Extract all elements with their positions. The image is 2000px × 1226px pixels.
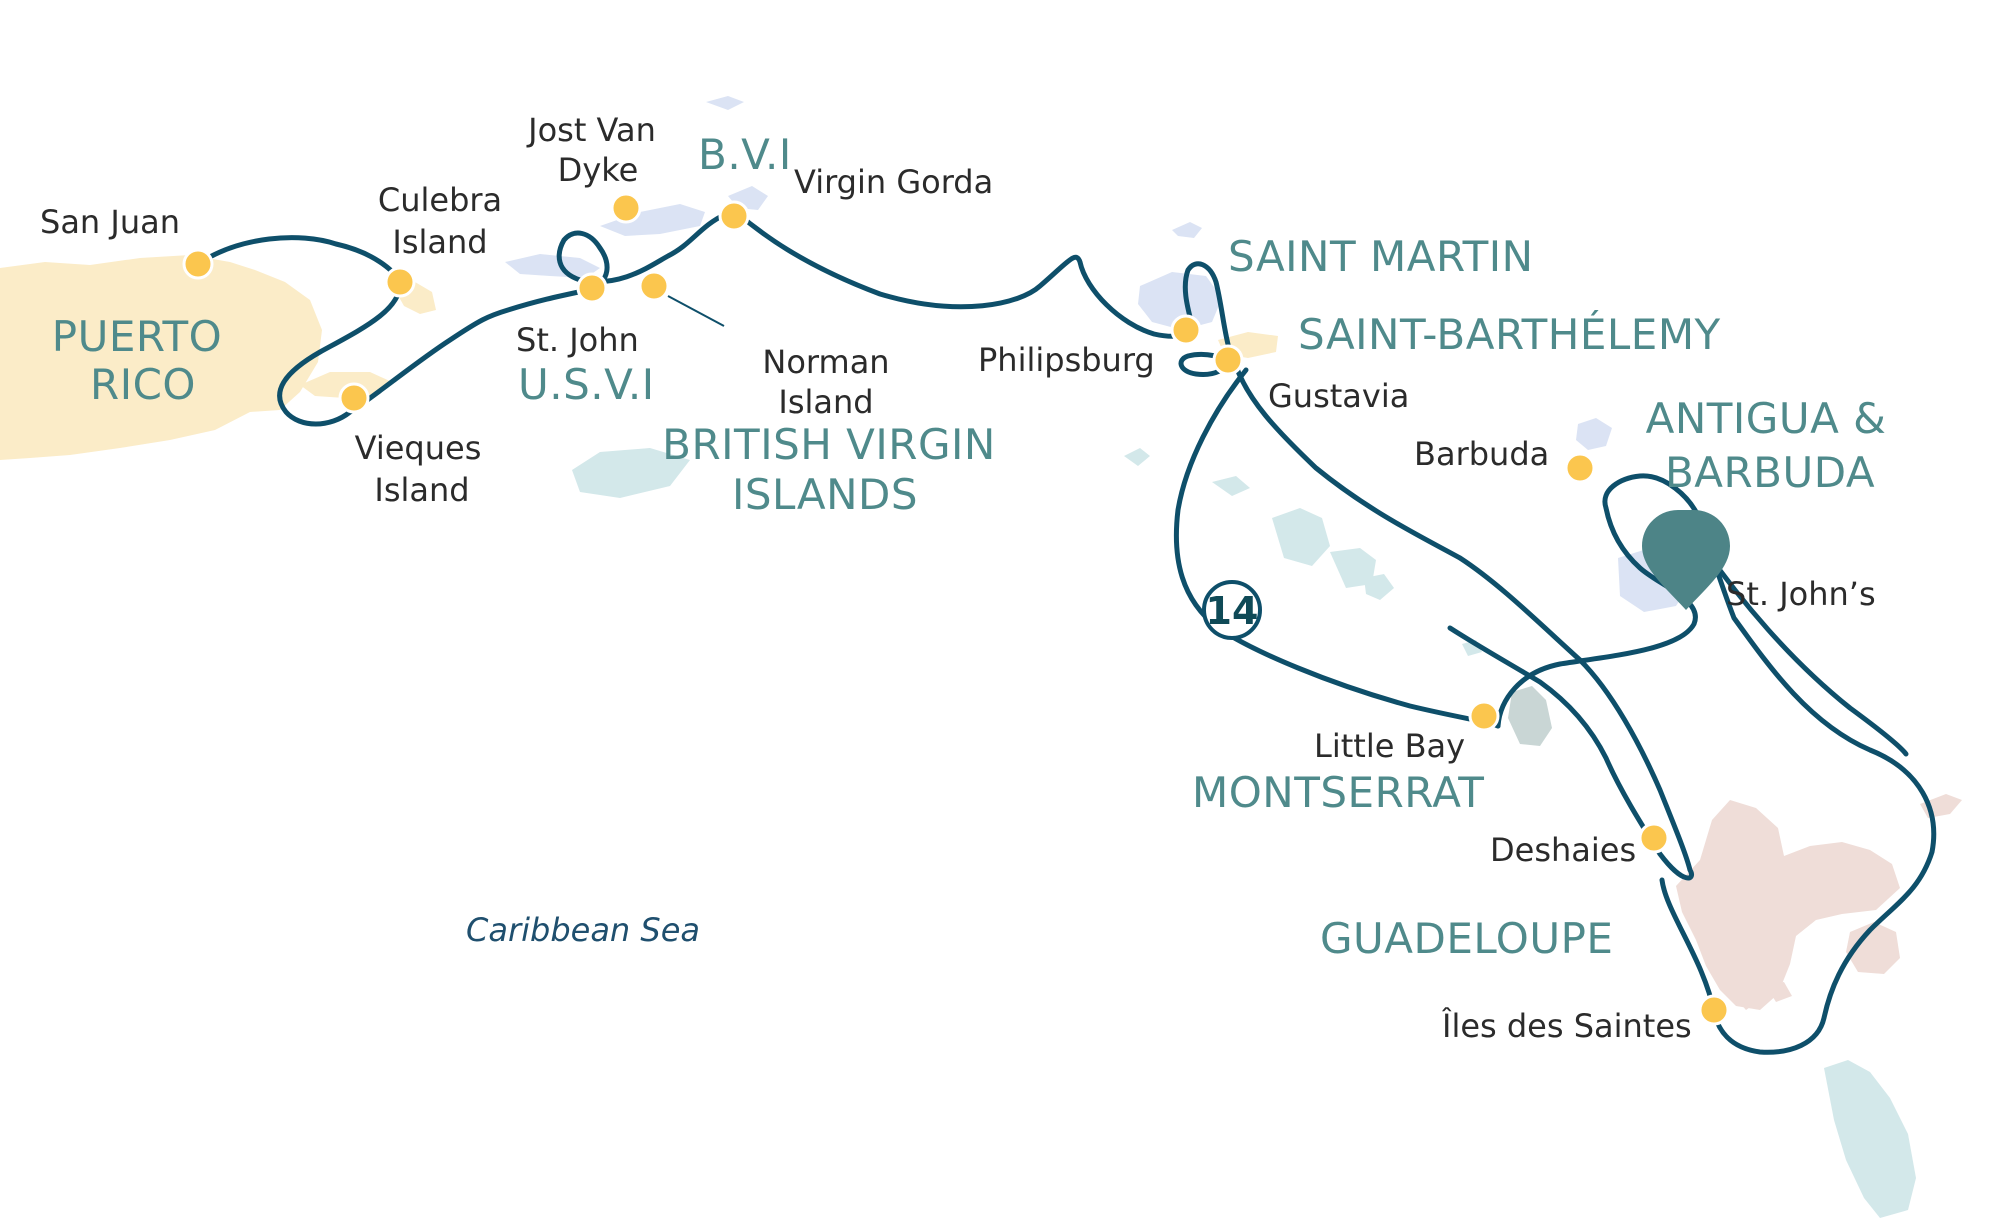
duration-badge-circle (1202, 580, 1262, 640)
nevis-land (1364, 574, 1394, 600)
port-label-jost-van-dyke-line2: Dyke (557, 151, 639, 189)
small-islet-b (1212, 476, 1250, 496)
port-label-deshaies: Deshaies (1490, 831, 1637, 869)
port-label-culebra-line2: Island (392, 223, 488, 261)
puerto-rico-landmass (0, 255, 322, 460)
route-segment-montserrat (1173, 367, 1501, 729)
port-stop-deshaies (1638, 822, 1670, 854)
port-label-st-johns: St. John’s (1726, 575, 1876, 613)
port-stop-st-john (576, 272, 608, 304)
anegada-land (706, 96, 744, 110)
region-puerto-rico-line2: RICO (90, 360, 196, 409)
port-label-vieques-line1: Vieques (354, 429, 482, 467)
port-stop-gustavia (1212, 344, 1244, 376)
port-stop-vieques (338, 382, 370, 414)
port-label-little-bay: Little Bay (1314, 727, 1466, 765)
anguilla-shoal (1172, 222, 1202, 238)
port-stop-iles-des-saintes (1698, 994, 1730, 1026)
les-saintes-land-a (1732, 988, 1760, 1010)
port-label-barbuda: Barbuda (1414, 435, 1550, 473)
port-label-norman-line2: Island (778, 383, 874, 421)
route-segment-antigua (1495, 473, 1937, 1055)
route-segment-cross (1701, 545, 1909, 757)
les-saintes-land-b (1766, 982, 1792, 1002)
region-antigua-line2: BARBUDA (1664, 448, 1876, 497)
port-stop-barbuda (1564, 452, 1596, 484)
port-stop-jost-van-dyke (610, 192, 642, 224)
port-label-jost-van-dyke-line1: Jost Van (528, 111, 656, 149)
norman-island-pointer-line (667, 295, 725, 327)
landmasses (0, 96, 1962, 1218)
region-bvi-long-line1: BRITISH VIRGIN (662, 420, 996, 469)
dominica-land (1824, 1060, 1916, 1218)
usvi-islands-land (505, 254, 600, 278)
region-saint-martin: SAINT MARTIN (1228, 232, 1534, 281)
port-label-gustavia: Gustavia (1268, 377, 1410, 415)
saint-martin-land (1138, 272, 1222, 330)
port-label-vieques-line2: Island (374, 471, 470, 509)
region-saint-barthelemy: SAINT-BARTHÉLEMY (1298, 310, 1721, 359)
region-guadeloupe: GUADELOUPE (1320, 914, 1614, 963)
region-puerto-rico-line1: PUERTO (51, 312, 223, 361)
map-pin-icon (1642, 510, 1730, 610)
port-stop-culebra (384, 266, 416, 298)
sea-label: Caribbean Sea (466, 911, 700, 949)
port-label-norman-line1: Norman (762, 343, 890, 381)
port-label-san-juan: San Juan (40, 203, 180, 241)
montserrat-land (1508, 686, 1552, 746)
duration-badge-text: 14 (1205, 589, 1259, 633)
small-islet-a (1124, 448, 1150, 466)
port-label-culebra-line1: Culebra (377, 181, 503, 219)
port-stop-virgin-gorda (718, 200, 750, 232)
marie-galante-land (1846, 922, 1900, 974)
cruise-route-line (195, 204, 1694, 881)
port-label-philipsburg: Philipsburg (978, 341, 1155, 379)
region-bvi-long-line2: ISLANDS (731, 470, 919, 519)
guadeloupe-land (1676, 800, 1900, 1010)
port-stop-little-bay (1468, 700, 1500, 732)
port-label-virgin-gorda: Virgin Gorda (794, 163, 994, 201)
bvi-islands-land (600, 204, 705, 236)
region-bvi-short: B.V.I (698, 130, 792, 179)
port-stop-norman (638, 270, 670, 302)
saba-statia-land (1272, 508, 1330, 566)
port-label-st-john: St. John (516, 321, 639, 359)
region-montserrat: MONTSERRAT (1192, 768, 1485, 817)
region-antigua-line1: ANTIGUA & (1645, 394, 1887, 443)
region-usvi: U.S.V.I (518, 360, 655, 409)
bvi-south-shoal (572, 448, 690, 498)
port-label-iles-des-saintes: Îles des Saintes (1442, 1007, 1692, 1045)
port-stops (182, 192, 1730, 1026)
port-stop-philipsburg (1170, 314, 1202, 346)
barbuda-land (1576, 418, 1612, 450)
port-stop-san-juan (182, 248, 214, 280)
